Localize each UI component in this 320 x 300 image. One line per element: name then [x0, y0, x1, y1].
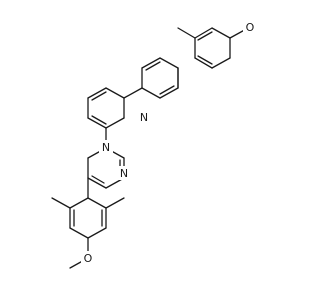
bond: [141, 87, 161, 99]
bond: [211, 57, 231, 69]
atom-label-nitrogen: N: [102, 141, 110, 154]
bond: [197, 31, 213, 41]
bond: [159, 57, 179, 69]
atom-label-nitrogen: N: [140, 111, 148, 124]
bond: [194, 57, 213, 69]
atom-labels: O N N N O: [81, 20, 257, 265]
bond: [69, 197, 89, 209]
bond: [197, 55, 213, 65]
bond: [69, 227, 89, 239]
bond: [211, 27, 231, 39]
bond: [123, 87, 143, 99]
bond: [87, 227, 107, 239]
bond: [91, 91, 107, 101]
bond: [141, 57, 161, 69]
bond: [51, 197, 71, 209]
bond: [91, 115, 107, 125]
bond: [87, 197, 107, 209]
bond: [105, 197, 125, 209]
bond-lines: [51, 26, 251, 269]
atom-label-oxygen: O: [84, 252, 93, 265]
bond: [87, 117, 107, 129]
bond: [105, 87, 125, 99]
bond: [87, 177, 107, 189]
molecule-canvas: O N N N O: [51, 20, 257, 269]
bond: [145, 61, 161, 71]
terpyridine-structure: O N N N O: [51, 20, 257, 269]
bond: [159, 85, 175, 95]
bond: [91, 175, 105, 184]
bond: [177, 27, 196, 39]
atom-label-nitrogen: N: [120, 167, 128, 180]
atom-label-oxygen: O: [246, 21, 255, 34]
bond: [194, 27, 213, 39]
bond: [159, 87, 179, 99]
bond: [87, 87, 107, 99]
bond: [105, 117, 125, 129]
